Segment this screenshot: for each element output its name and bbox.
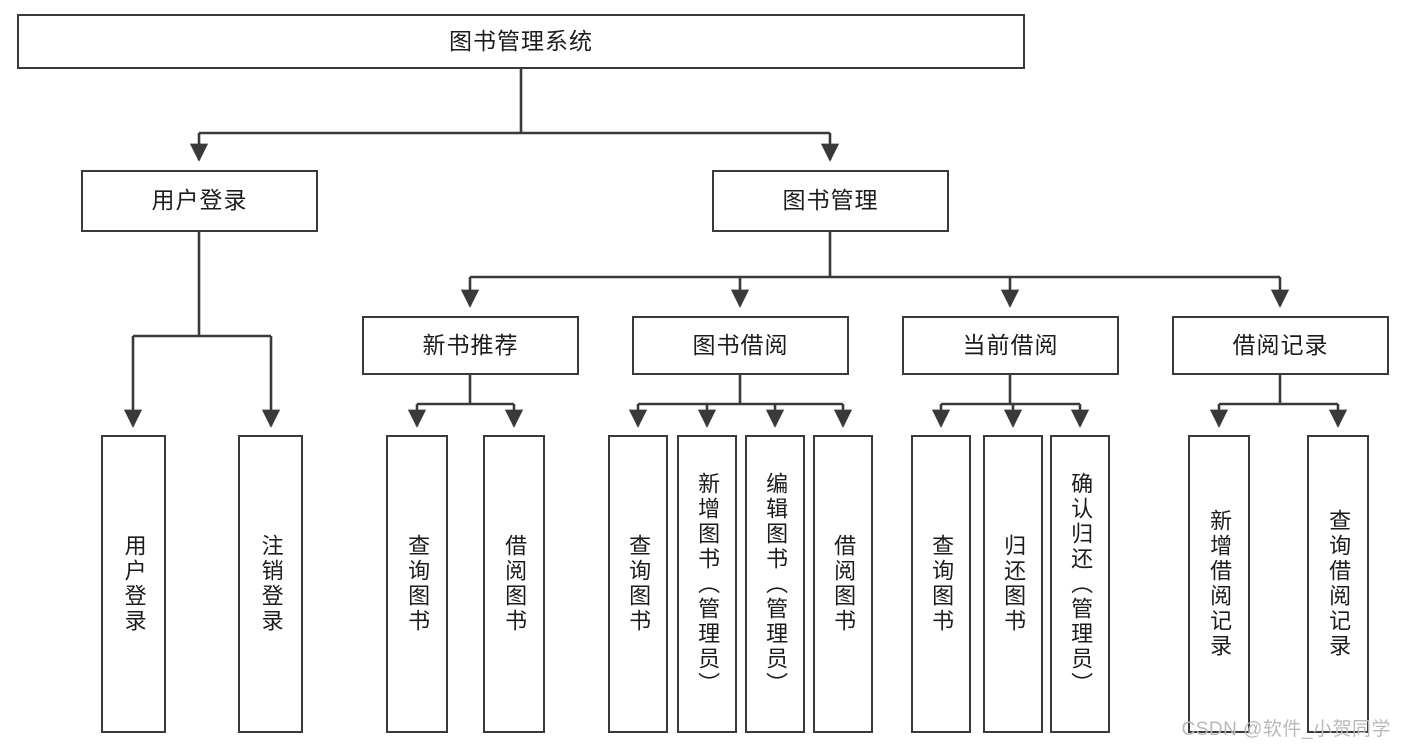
leaf-borrow-book[interactable]: 借阅图书	[813, 435, 873, 733]
leaf-return-book-label: 归还图书	[1001, 534, 1027, 634]
leaf-edit-book-admin-label: 编辑图书（管理员）	[763, 471, 789, 697]
leaf-add-book-admin-label: 新增图书（管理员）	[695, 471, 721, 697]
leaf-edit-book-admin[interactable]: 编辑图书（管理员）	[745, 435, 805, 733]
node-current-borrow-label: 当前借阅	[962, 331, 1059, 358]
node-user-login[interactable]: 用户登录	[81, 170, 318, 232]
leaf-query-book-borrow[interactable]: 查询图书	[608, 435, 668, 733]
node-book-management[interactable]: 图书管理	[712, 170, 949, 232]
leaf-logout[interactable]: 注销登录	[238, 435, 303, 733]
node-new-book-recommend[interactable]: 新书推荐	[362, 316, 579, 375]
node-root-label: 图书管理系统	[449, 27, 593, 54]
leaf-borrow-book-recommend-label: 借阅图书	[502, 534, 528, 634]
leaf-query-book-borrow-label: 查询图书	[626, 534, 652, 634]
node-book-management-label: 图书管理	[782, 187, 879, 214]
node-book-borrow-label: 图书借阅	[692, 331, 789, 358]
leaf-confirm-return-admin[interactable]: 确认归还（管理员）	[1050, 435, 1110, 733]
leaf-query-borrow-record-label: 查询借阅记录	[1326, 509, 1352, 659]
node-root[interactable]: 图书管理系统	[17, 14, 1025, 69]
node-borrow-record-label: 借阅记录	[1232, 331, 1329, 358]
node-current-borrow[interactable]: 当前借阅	[902, 316, 1119, 375]
leaf-query-book-recommend[interactable]: 查询图书	[386, 435, 448, 733]
leaf-query-book-recommend-label: 查询图书	[405, 534, 431, 634]
node-borrow-record[interactable]: 借阅记录	[1172, 316, 1389, 375]
leaf-query-book-current-label: 查询图书	[929, 534, 955, 634]
leaf-borrow-book-recommend[interactable]: 借阅图书	[483, 435, 545, 733]
leaf-query-book-current[interactable]: 查询图书	[911, 435, 971, 733]
leaf-add-borrow-record[interactable]: 新增借阅记录	[1188, 435, 1250, 733]
leaf-add-borrow-record-label: 新增借阅记录	[1207, 509, 1233, 659]
leaf-user-login-label: 用户登录	[121, 534, 147, 634]
leaf-user-login[interactable]: 用户登录	[101, 435, 166, 733]
leaf-borrow-book-label: 借阅图书	[831, 534, 857, 634]
node-new-book-recommend-label: 新书推荐	[422, 331, 519, 358]
node-book-borrow[interactable]: 图书借阅	[632, 316, 849, 375]
leaf-return-book[interactable]: 归还图书	[983, 435, 1043, 733]
leaf-confirm-return-admin-label: 确认归还（管理员）	[1068, 471, 1094, 697]
node-user-login-label: 用户登录	[151, 187, 248, 214]
leaf-query-borrow-record[interactable]: 查询借阅记录	[1307, 435, 1369, 733]
leaf-add-book-admin[interactable]: 新增图书（管理员）	[677, 435, 737, 733]
leaf-logout-label: 注销登录	[258, 534, 284, 634]
